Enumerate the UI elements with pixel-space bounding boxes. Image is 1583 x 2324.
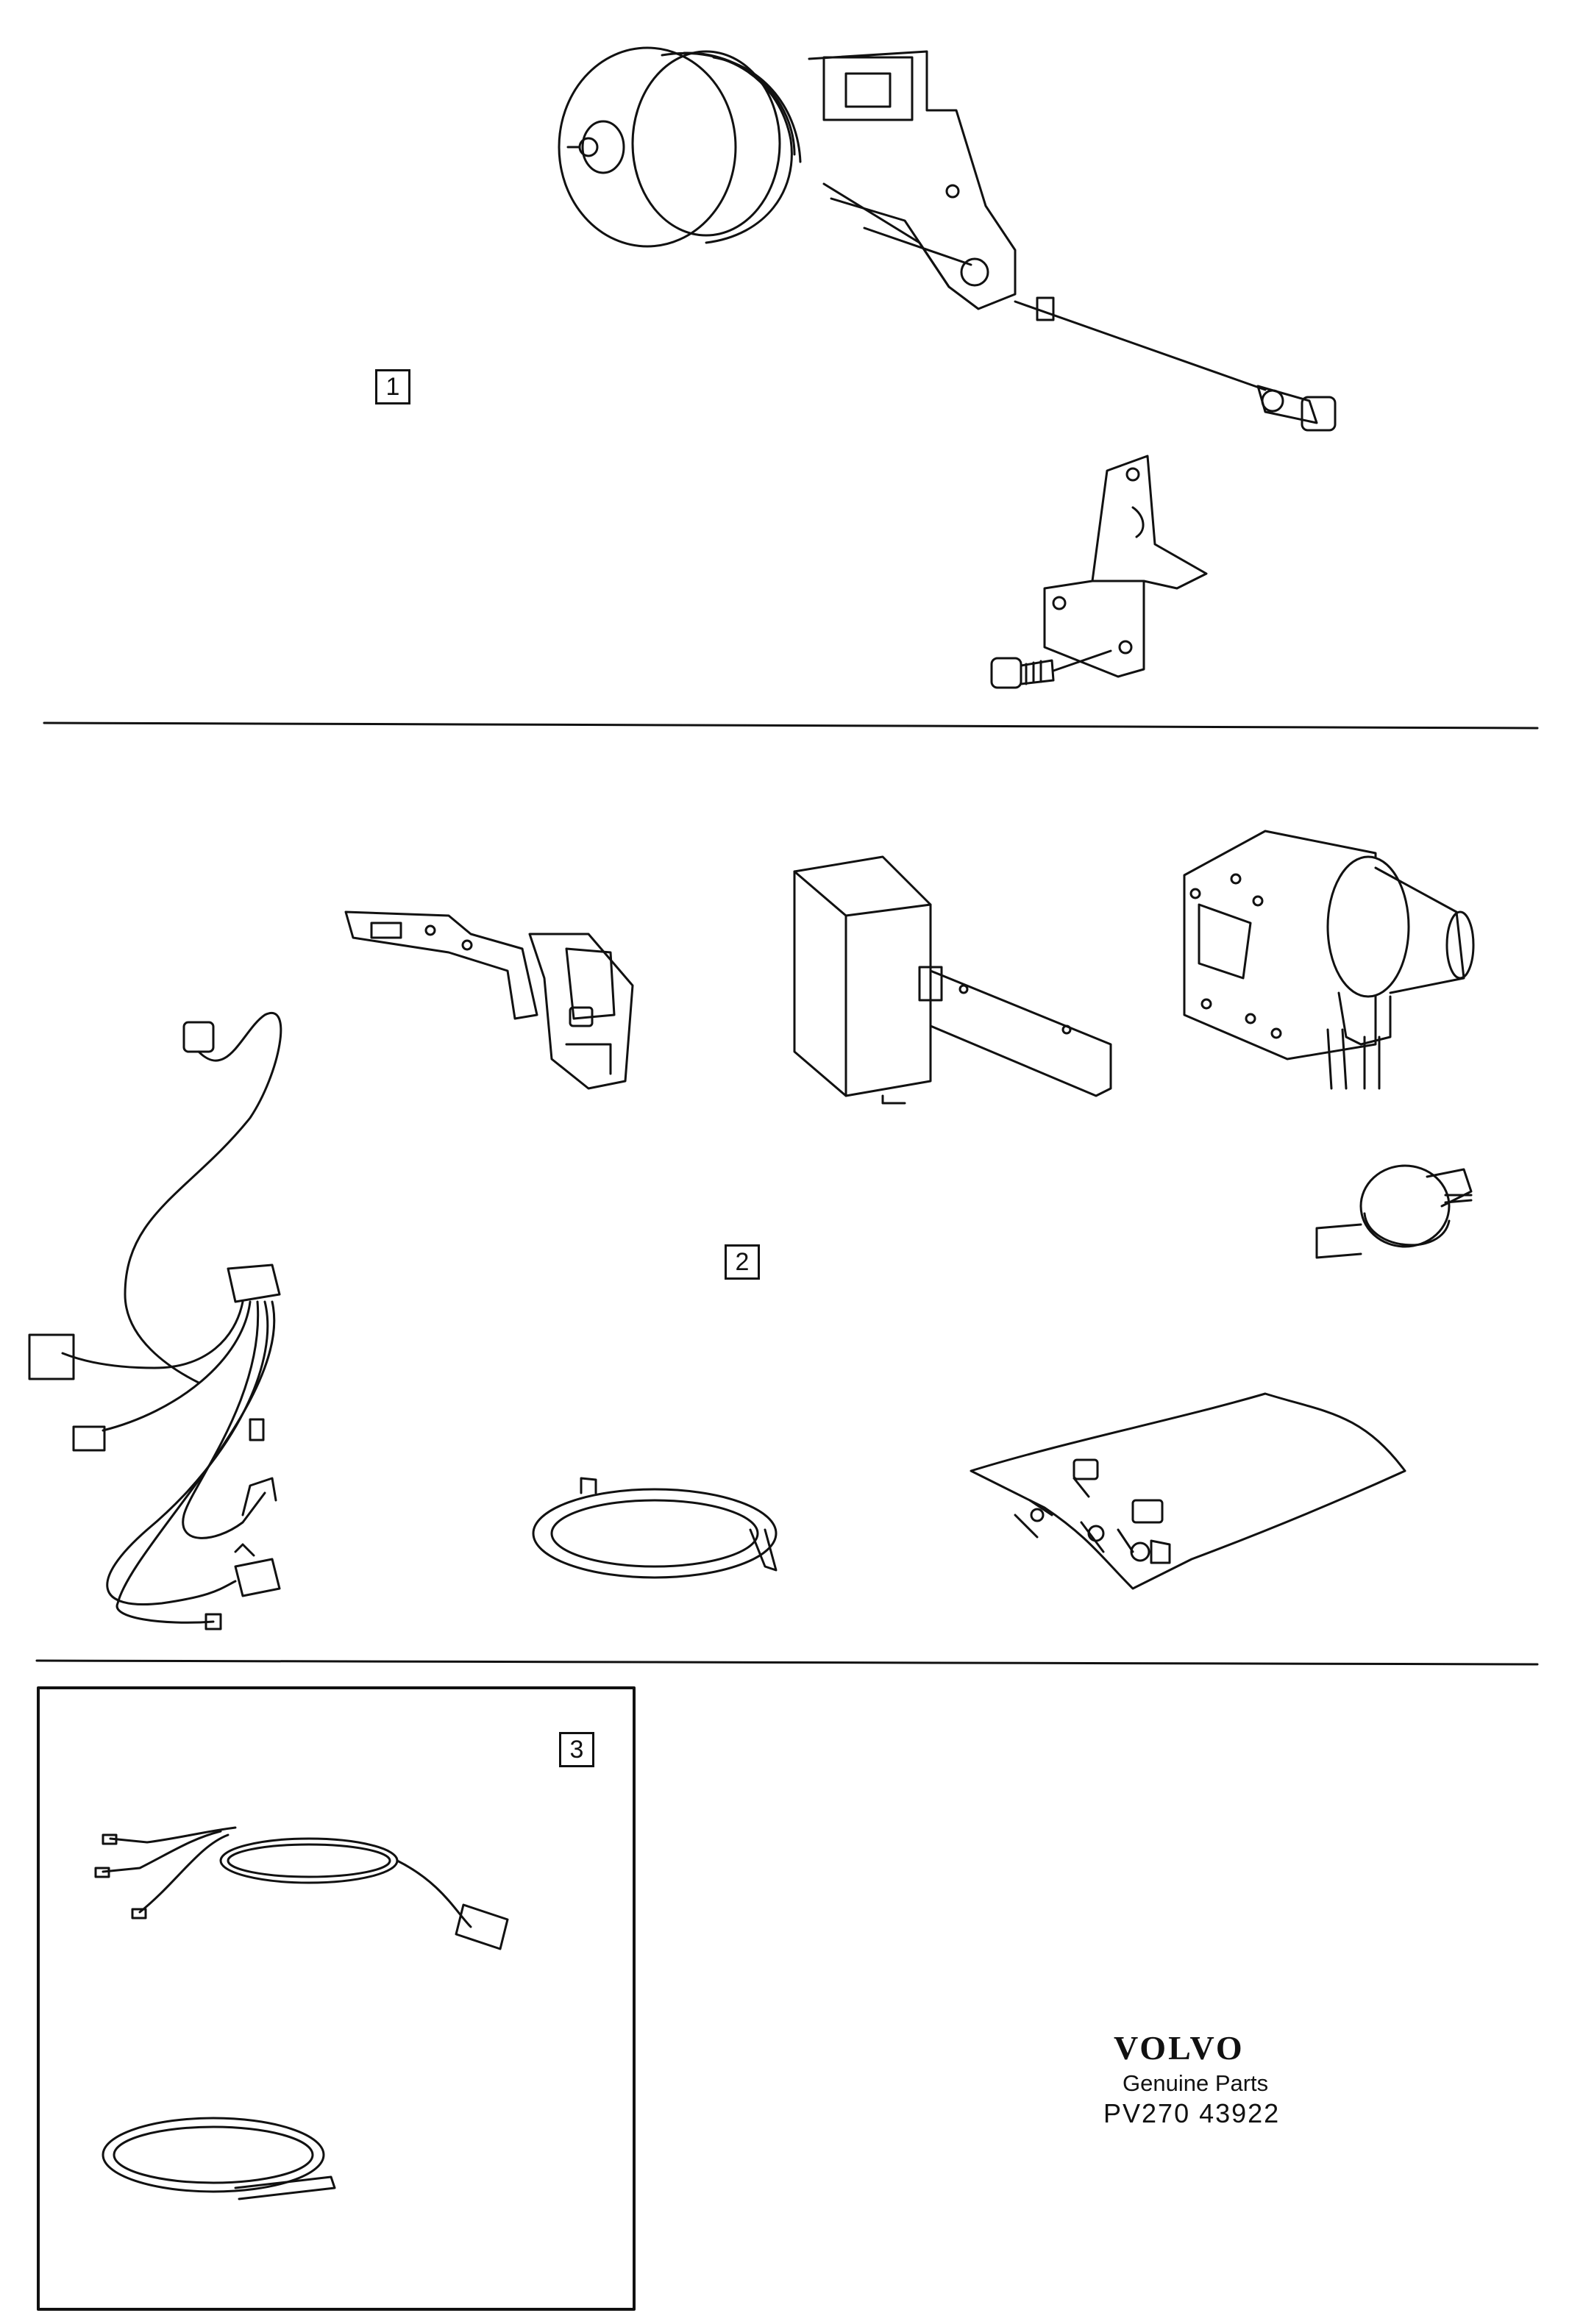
illustration-code: PV270 43922 — [1103, 2098, 1281, 2128]
control-module-with-bracket — [793, 855, 1112, 1105]
brand-tagline: Genuine Parts — [1123, 2070, 1269, 2096]
wiring-harness — [28, 1012, 282, 1630]
callout-1: 1 — [375, 369, 410, 404]
vacuum-pump-with-mounting-plate — [1183, 830, 1475, 1090]
section-3-frame — [37, 1686, 636, 2311]
bracket-with-bolt — [990, 455, 1208, 689]
hardware-bag — [970, 1392, 1406, 1590]
callout-2: 2 — [725, 1244, 760, 1280]
callout-3: 3 — [559, 1732, 594, 1767]
section-divider — [43, 721, 1539, 730]
wiring-harness-small — [94, 1826, 509, 1950]
section-divider — [35, 1659, 1539, 1666]
vacuum-servo-with-bracket — [558, 46, 1337, 432]
vacuum-switch — [1315, 1164, 1473, 1259]
volvo-logo: VOLVO — [1114, 2029, 1245, 2067]
brand-block: VOLVO Genuine Parts PV270 43922 — [1103, 2028, 1324, 2129]
switch-arm-bracket — [344, 910, 634, 1090]
vacuum-hose-coil-small — [102, 2117, 336, 2200]
vacuum-hose-coil-large — [532, 1477, 778, 1579]
